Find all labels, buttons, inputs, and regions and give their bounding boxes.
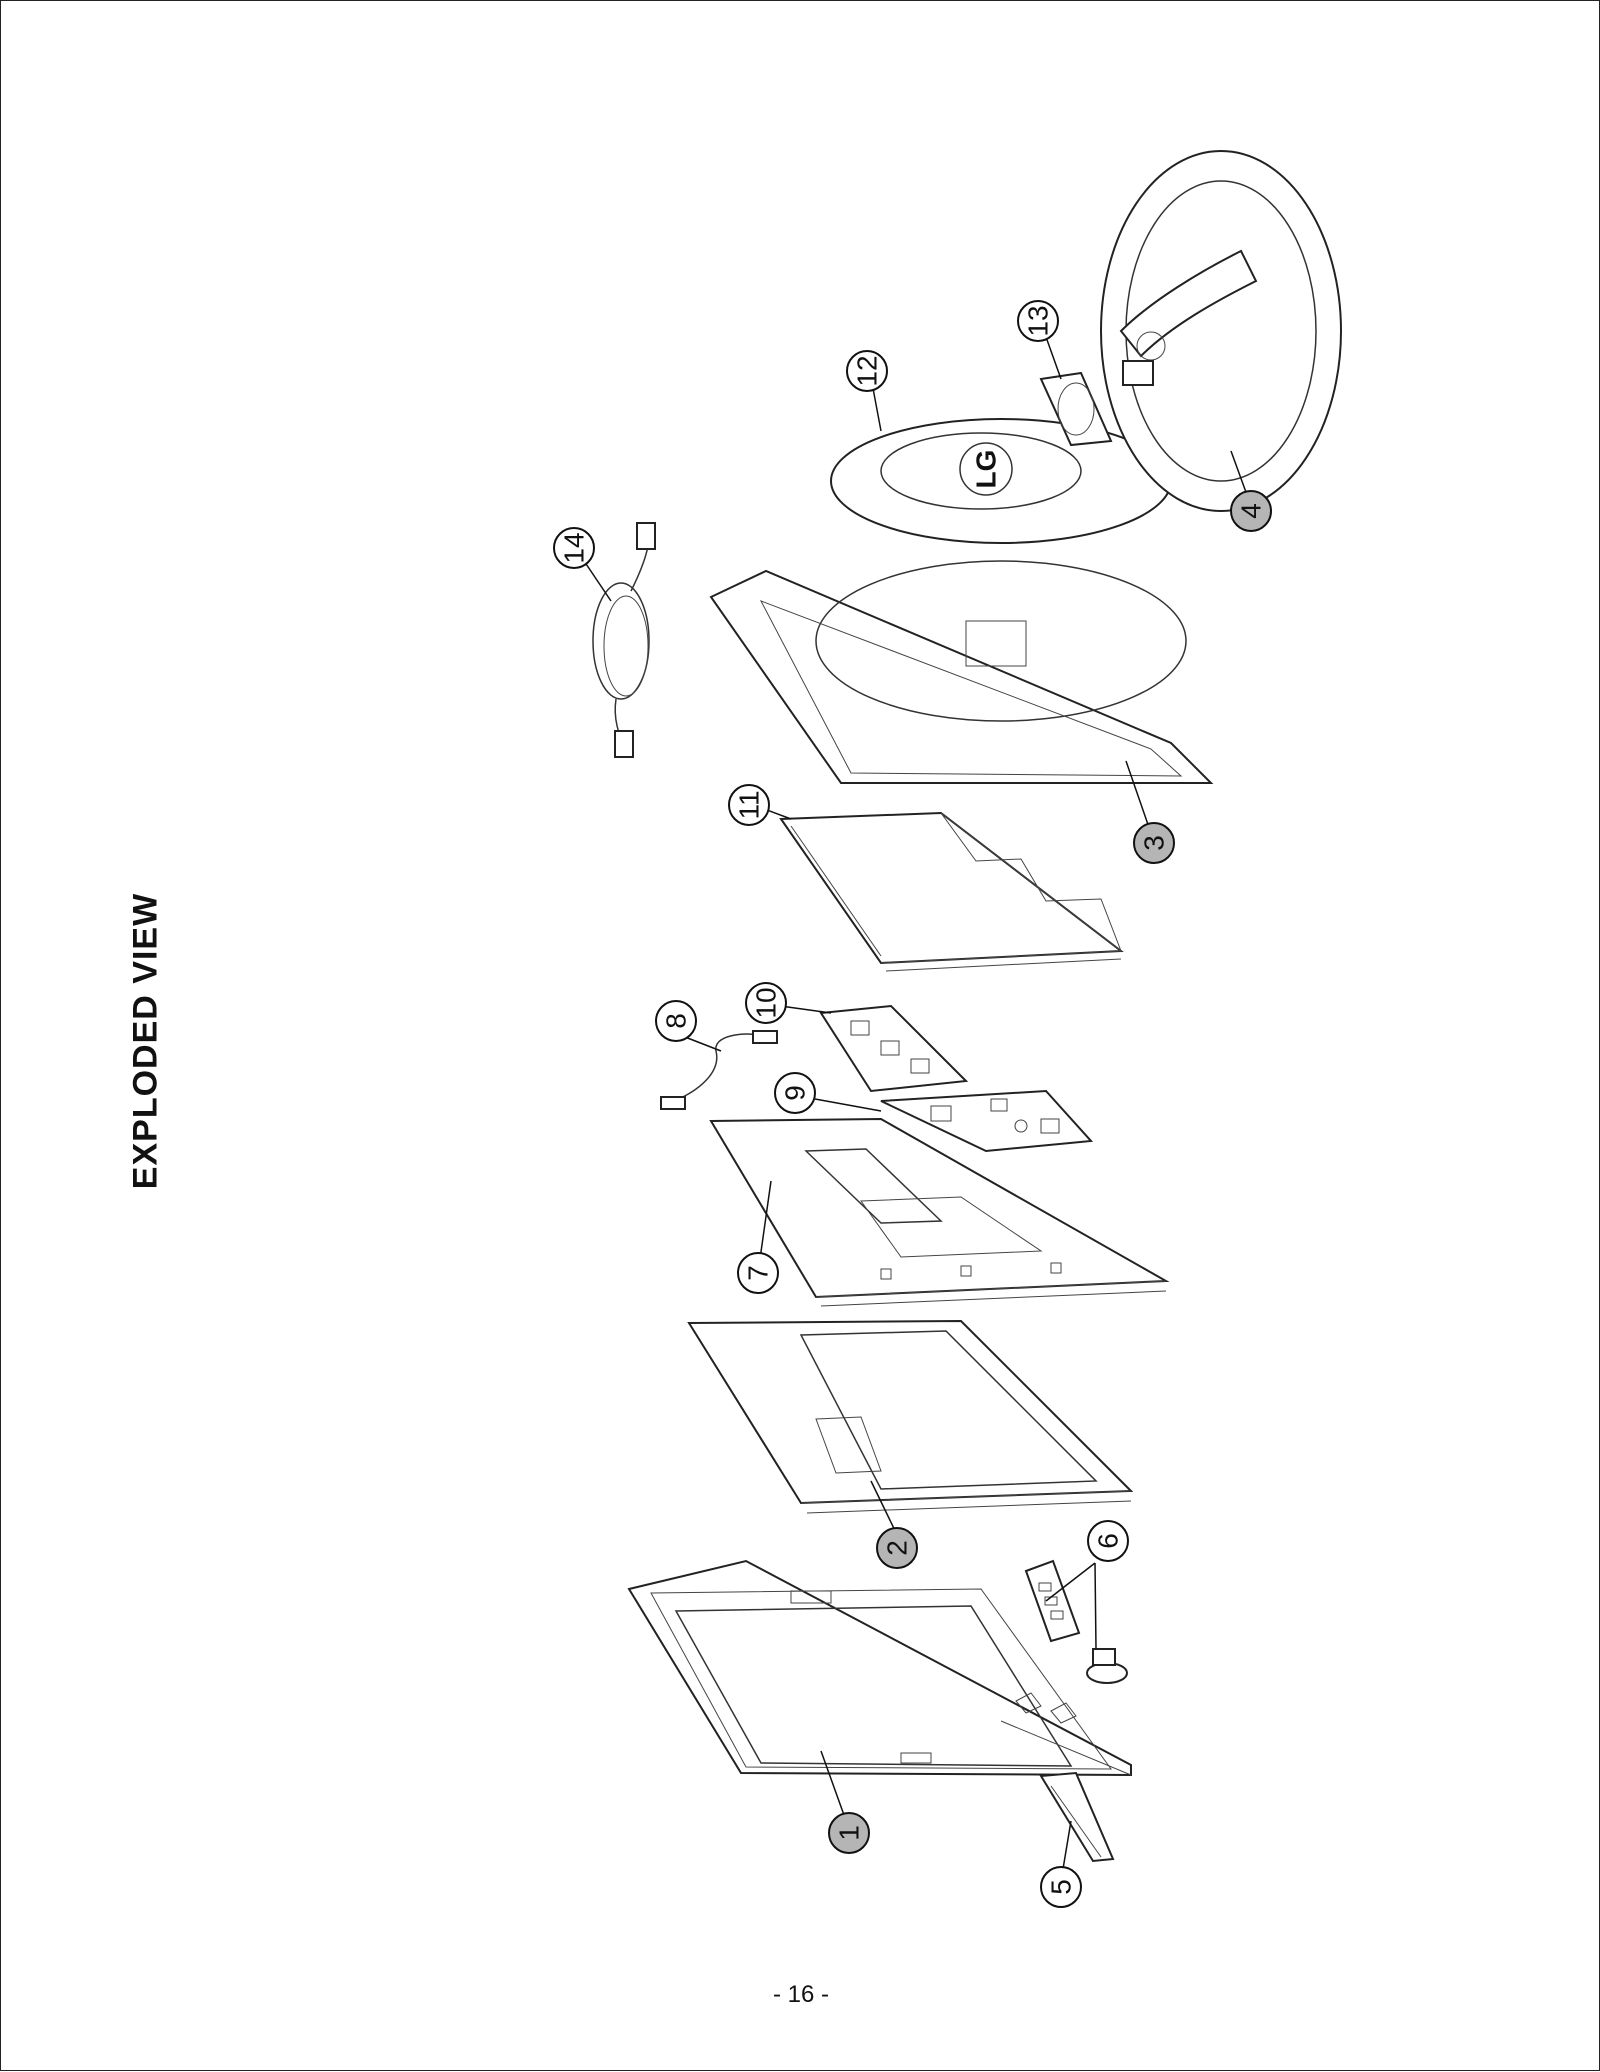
callout-6-label: 6: [1093, 1533, 1124, 1549]
page-number: - 16 -: [772, 1981, 830, 2008]
callout-11: 11: [728, 784, 770, 826]
control-strip: [1039, 1771, 1115, 1863]
callout-9-label: 9: [780, 1085, 811, 1101]
callout-10-label: 10: [751, 987, 782, 1018]
callout-9-circle: [774, 1072, 816, 1114]
main-board: [880, 1089, 1094, 1153]
callout-4: 4: [1230, 490, 1272, 532]
callout-2-label: 2: [882, 1540, 913, 1556]
callout-4-label: 4: [1236, 503, 1267, 519]
callout-6-circle: [1087, 1520, 1129, 1562]
callout-13-label: 13: [1023, 305, 1054, 336]
callout-2-circle: [876, 1527, 918, 1569]
callout-7: 7: [737, 1252, 779, 1294]
flat-cable: [660, 1030, 778, 1110]
callout-6: 6: [1087, 1520, 1129, 1562]
callout-7-label: 7: [743, 1265, 774, 1281]
hinge-cover: LG: [830, 418, 1172, 544]
callout-5-label: 5: [1046, 1879, 1077, 1895]
shield-cover: [779, 811, 1124, 972]
callout-12-circle: [846, 350, 888, 392]
main-frame: [709, 1117, 1170, 1307]
stand-base: [1100, 150, 1342, 512]
callout-1-circle: [828, 1812, 870, 1854]
callout-1-label: 1: [834, 1825, 865, 1841]
control-buttons: [1024, 1559, 1128, 1684]
power-board: [819, 1004, 969, 1093]
lg-logo: LG: [971, 450, 1002, 489]
callout-12: 12: [846, 350, 888, 392]
callout-10-circle: [745, 982, 787, 1024]
callout-11-label: 11: [734, 790, 765, 819]
callout-5: 5: [1040, 1866, 1082, 1908]
callout-14: 14: [553, 527, 595, 569]
back-cover: [709, 560, 1214, 784]
callout-14-circle: [553, 527, 595, 569]
callout-1: 1: [828, 1812, 870, 1854]
callouts: 1 2 3 4 5 6 7: [553, 300, 1272, 1908]
callout-4-circle: [1230, 490, 1272, 532]
callout-5-circle: [1040, 1866, 1082, 1908]
front-bezel: [627, 1559, 1132, 1777]
signal-cable: [592, 522, 656, 758]
callout-14-label: 14: [559, 532, 590, 563]
callout-8-circle: [655, 1000, 697, 1042]
callout-12-label: 12: [852, 355, 883, 386]
callout-9: 9: [774, 1072, 816, 1114]
callout-8-label: 8: [661, 1013, 692, 1029]
callout-7-circle: [737, 1252, 779, 1294]
callout-13: 13: [1017, 300, 1059, 342]
hinge: [1039, 371, 1113, 447]
callout-11-circle: [728, 784, 770, 826]
callout-10: 10: [745, 982, 787, 1024]
lcd-panel: [687, 1319, 1134, 1514]
callout-8: 8: [655, 1000, 697, 1042]
callout-3-label: 3: [1139, 835, 1170, 851]
callout-2: 2: [876, 1527, 918, 1569]
callout-13-circle: [1017, 300, 1059, 342]
callout-3: 3: [1133, 822, 1175, 864]
callout-3-circle: [1133, 822, 1175, 864]
